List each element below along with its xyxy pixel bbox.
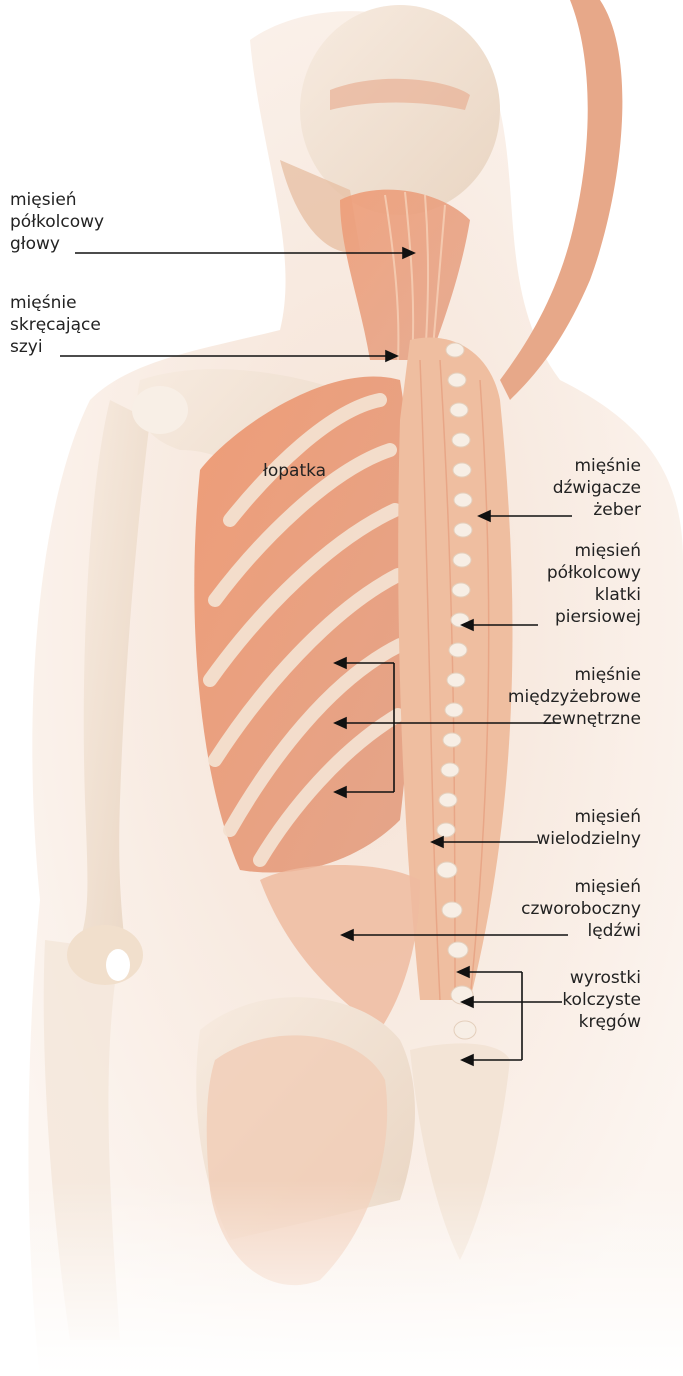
label-multifidus: mięsień wielodzielny [536, 806, 641, 850]
label-line: łopatka [263, 460, 326, 482]
label-scapula: łopatka [263, 460, 326, 482]
humeral-head [132, 386, 188, 434]
label-line: kręgów [562, 1011, 641, 1033]
label-line: zewnętrzne [508, 708, 641, 730]
elbow-cartilage [106, 949, 130, 981]
label-quadratus-lumborum: mięsień czworoboczny lędźwi [521, 876, 641, 942]
label-line: żeber [553, 499, 641, 521]
label-line: dźwigacze [553, 477, 641, 499]
label-rotatores-cervicis: mięśnie skręcające szyi [10, 292, 101, 358]
label-line: skręcające [10, 314, 101, 336]
label-semispinalis-thoracis: mięsień półkolcowy klatki piersiowej [547, 540, 641, 628]
label-line: mięśnie [10, 292, 101, 314]
label-spinous-processes: wyrostki kolczyste kręgów [562, 967, 641, 1033]
label-line: wyrostki [562, 967, 641, 989]
label-line: mięsień [10, 189, 104, 211]
label-line: mięśnie [508, 664, 641, 686]
label-line: mięsień [547, 540, 641, 562]
label-line: mięsień [521, 876, 641, 898]
label-line: piersiowej [547, 606, 641, 628]
label-line: półkolcowy [10, 211, 104, 233]
label-line: czworoboczny [521, 898, 641, 920]
bottom-fade [0, 1180, 683, 1376]
label-line: wielodzielny [536, 828, 641, 850]
label-line: półkolcowy [547, 562, 641, 584]
elbow [67, 925, 143, 985]
label-line: mięsień [536, 806, 641, 828]
label-line: lędźwi [521, 920, 641, 942]
label-line: kolczyste [562, 989, 641, 1011]
label-line: klatki [547, 584, 641, 606]
label-line: szyi [10, 336, 101, 358]
label-semispinalis-capitis: mięsień półkolcowy głowy [10, 189, 104, 255]
label-line: głowy [10, 233, 104, 255]
label-line: międzyżebrowe [508, 686, 641, 708]
label-levatores-costarum: mięśnie dźwigacze żeber [553, 455, 641, 521]
label-line: mięśnie [553, 455, 641, 477]
label-intercostales-externi: mięśnie międzyżebrowe zewnętrzne [508, 664, 641, 730]
